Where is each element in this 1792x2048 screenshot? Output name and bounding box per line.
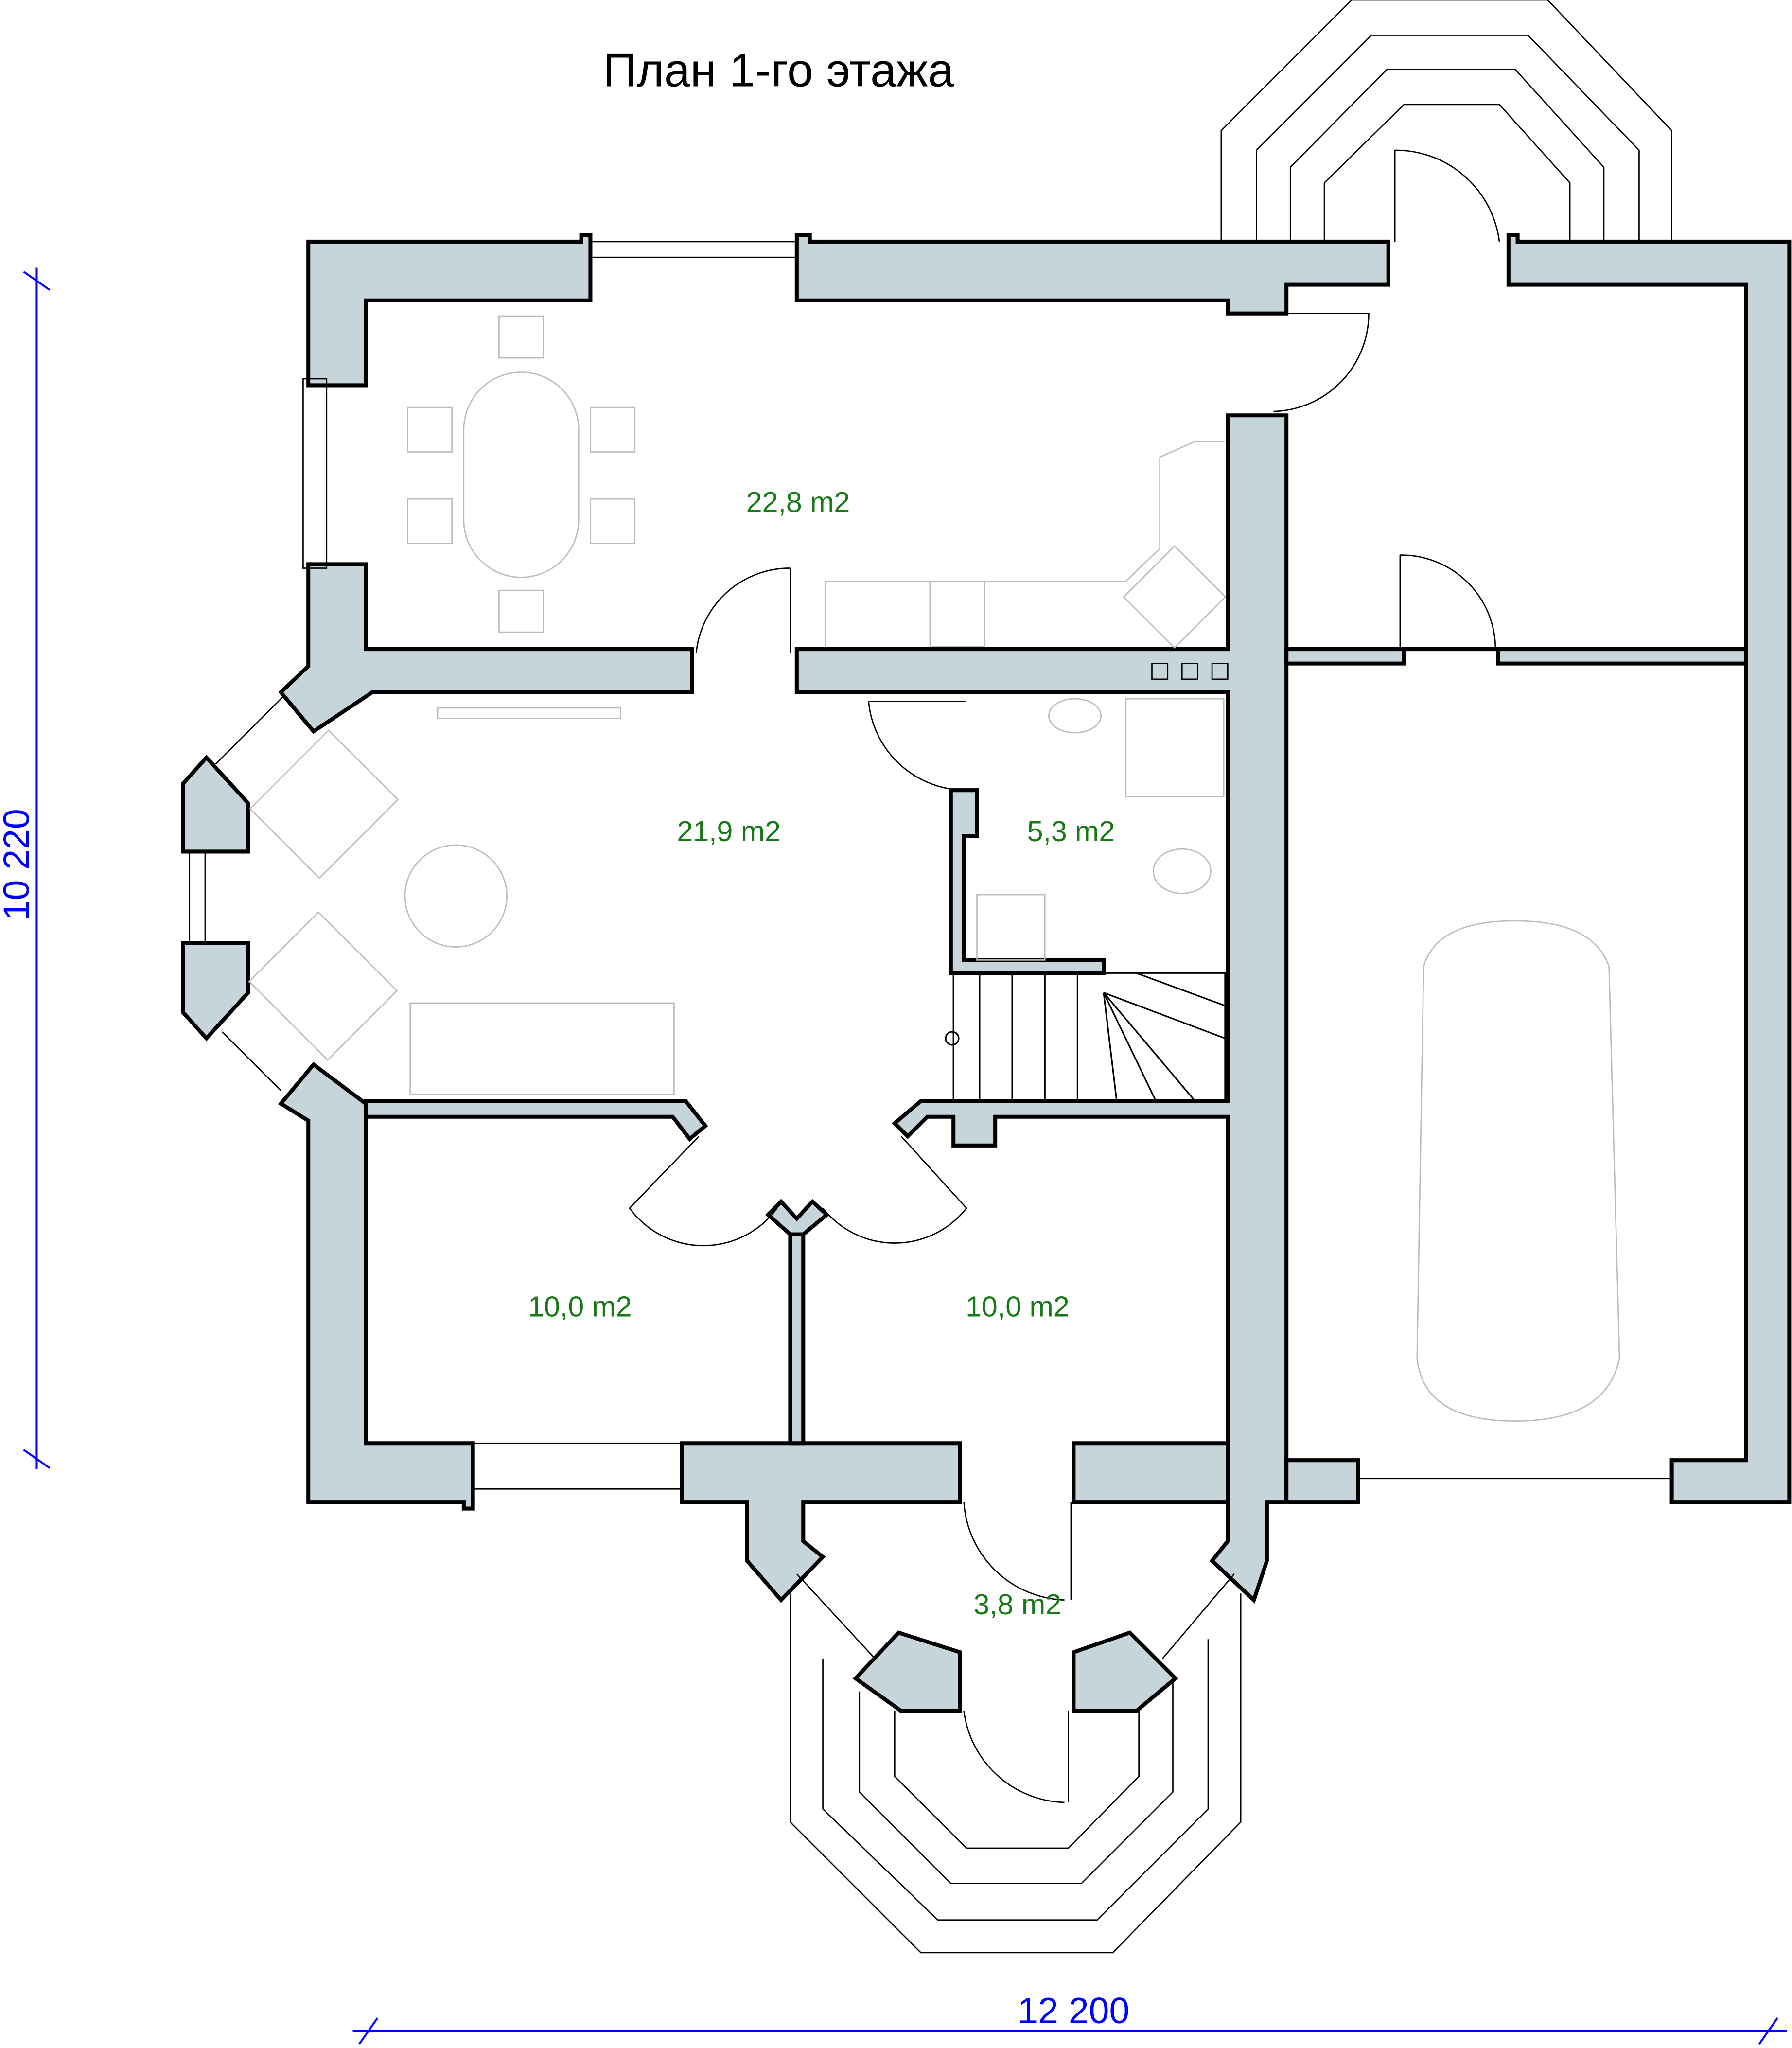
plan-title: План 1-го этажа [603, 44, 954, 96]
width-dimension: 12 200 [352, 1990, 1787, 2045]
room-area-label: 10,0 m2 [528, 1291, 632, 1323]
room-area-label: 21,9 m2 [677, 815, 780, 847]
doors [629, 149, 1500, 1803]
chair [590, 406, 636, 453]
room-area-label: 3,8 m2 [974, 1589, 1062, 1621]
front-porch-steps [790, 1593, 1242, 1954]
boiler-icon [976, 894, 1046, 961]
car-icon [1416, 920, 1620, 1422]
height-dimension-label: 10 220 [0, 809, 36, 920]
walls [181, 233, 1792, 1713]
room-area-label: 22,8 m2 [746, 486, 850, 518]
sink-icon [1123, 545, 1227, 649]
stove-icon [929, 581, 986, 648]
room-area-label: 5,3 m2 [1027, 815, 1115, 847]
chair [498, 315, 545, 359]
chair [407, 498, 453, 544]
toilet-icon [1152, 848, 1212, 894]
coffee-table [404, 844, 508, 948]
shower-icon [1125, 698, 1225, 797]
windows [189, 241, 1672, 1660]
washbasin-icon [1048, 698, 1102, 734]
dining-table [463, 371, 580, 578]
sofa [409, 1002, 675, 1095]
chair [590, 498, 636, 544]
height-dimension: 10 220 [0, 267, 51, 1470]
chair [407, 406, 453, 453]
width-dimension-label: 12 200 [1018, 1990, 1129, 2031]
room-area-label: 10,0 m2 [966, 1291, 1069, 1323]
furniture [248, 315, 1620, 1422]
chair [498, 589, 545, 633]
rear-porch-steps [1220, 0, 1672, 242]
armchair [249, 729, 399, 879]
armchair [248, 911, 398, 1061]
kitchen-counter [825, 441, 1225, 647]
tv-icon [437, 707, 621, 719]
staircase [945, 972, 1226, 1102]
